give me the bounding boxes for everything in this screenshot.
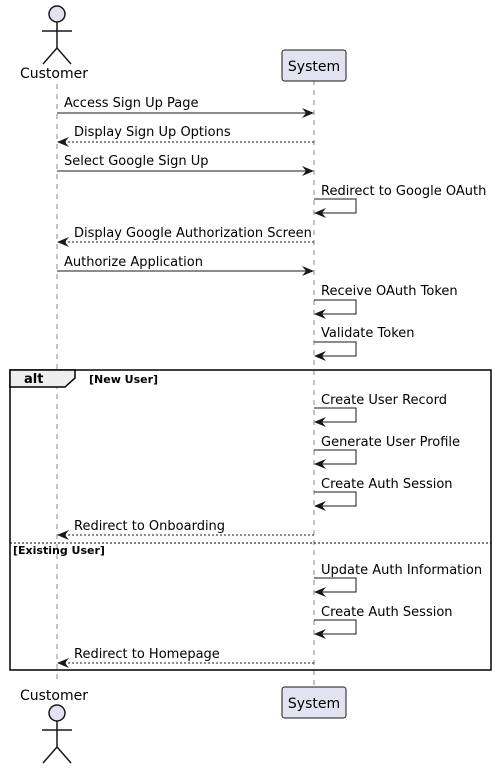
alt-guard-new-user: [New User]	[89, 373, 158, 386]
message-receive-oauth-token: Receive OAuth Token	[314, 284, 458, 319]
message-label: Create Auth Session	[321, 477, 453, 492]
message-update-auth-information: Update Auth Information	[314, 563, 482, 597]
message-validate-token: Validate Token	[314, 326, 415, 361]
message-redirect-onboarding: Redirect to Onboarding	[57, 519, 314, 540]
message-label: Redirect to Homepage	[74, 647, 220, 662]
message-label: Generate User Profile	[321, 435, 460, 450]
message-create-auth-session-new: Create Auth Session	[314, 477, 453, 511]
message-label: Create Auth Session	[321, 605, 453, 620]
message-label: Display Google Authorization Screen	[74, 226, 312, 241]
stick-figure-icon	[42, 704, 72, 764]
message-display-sign-up-options: Display Sign Up Options	[57, 125, 314, 147]
message-display-google-auth-screen: Display Google Authorization Screen	[57, 226, 314, 247]
message-create-user-record: Create User Record	[314, 393, 447, 427]
alt-guard-existing-user: [Existing User]	[13, 544, 105, 557]
message-label: Validate Token	[321, 326, 415, 341]
message-generate-user-profile: Generate User Profile	[314, 435, 460, 469]
system-participant-top: System	[281, 49, 347, 82]
message-label: Create User Record	[321, 393, 447, 408]
message-label: Display Sign Up Options	[74, 125, 231, 140]
alt-fragment-tab	[9, 369, 76, 388]
message-label: Authorize Application	[64, 255, 203, 270]
message-create-auth-session-existing: Create Auth Session	[314, 605, 453, 639]
message-authorize-application: Authorize Application	[57, 255, 314, 276]
message-label: Select Google Sign Up	[64, 154, 208, 169]
alt-keyword: alt	[24, 372, 43, 387]
message-select-google-sign-up: Select Google Sign Up	[57, 154, 314, 176]
message-label: Access Sign Up Page	[64, 96, 199, 111]
message-label: Redirect to Google OAuth	[321, 184, 486, 199]
system-label-top: System	[288, 59, 340, 75]
message-label: Update Auth Information	[321, 563, 482, 578]
alt-fragment: alt [New User] [Existing User]	[9, 369, 492, 671]
system-label-bottom: System	[288, 696, 340, 712]
message-redirect-homepage: Redirect to Homepage	[57, 647, 314, 668]
message-label: Redirect to Onboarding	[74, 519, 225, 534]
customer-label-bottom: Customer	[20, 688, 88, 704]
stick-figure-icon	[42, 5, 72, 65]
customer-actor-top: Customer	[20, 5, 88, 82]
customer-actor-bottom: Customer	[20, 688, 88, 764]
customer-label-top: Customer	[20, 66, 88, 82]
message-redirect-google-oauth: Redirect to Google OAuth	[314, 184, 486, 218]
message-access-sign-up: Access Sign Up Page	[57, 96, 314, 118]
system-participant-bottom: System	[281, 686, 347, 719]
message-label: Receive OAuth Token	[321, 284, 458, 299]
